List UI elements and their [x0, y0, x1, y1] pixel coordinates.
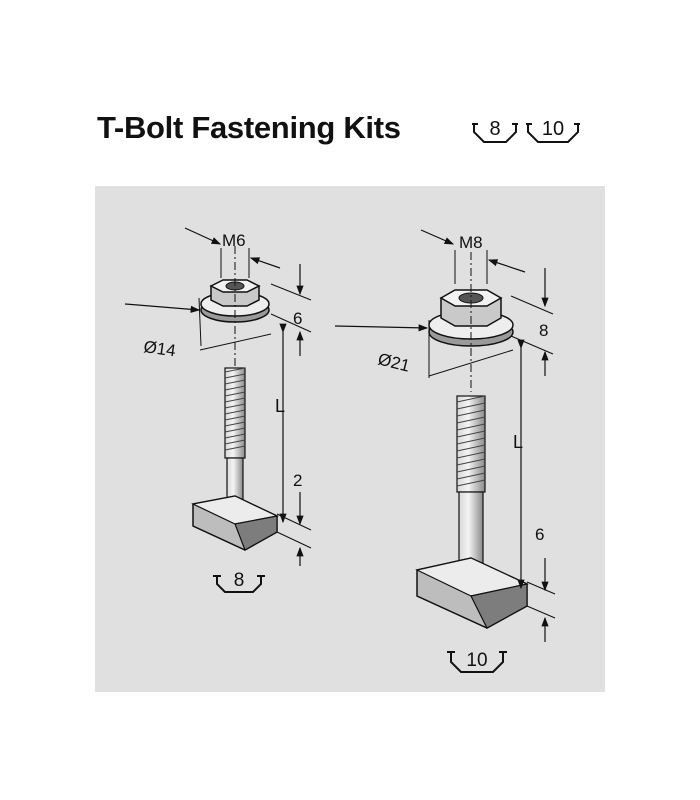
kit-m8: M8 Ø21 8 L 6 10: [334, 229, 556, 673]
flange-diameter-m6: Ø14: [142, 337, 176, 360]
slot-badge-m8: 10: [447, 650, 507, 673]
length-m6: L: [275, 396, 285, 416]
head-height-m8: 6: [535, 525, 544, 544]
slot-size-m8: 10: [466, 650, 487, 671]
page-title: T-Bolt Fastening Kits: [97, 110, 401, 145]
slot-8-badge: 8: [472, 118, 518, 143]
thread-m6: M6: [222, 231, 246, 250]
flange-diameter-m8: Ø21: [376, 349, 412, 375]
kit-m6: M6 Ø14 6 L 2 8: [124, 227, 312, 593]
t-head-m8: [415, 557, 529, 629]
bolt-m8: [456, 395, 486, 573]
t-head-m6: [191, 495, 279, 551]
slot-badge-m6: 8: [213, 570, 265, 593]
bolt-m6: [224, 367, 246, 503]
slot-8-label: 8: [489, 118, 500, 140]
nut-height-m6: 6: [293, 309, 302, 328]
nut-height-m8: 8: [539, 321, 548, 340]
slot-10-label: 10: [542, 118, 564, 140]
slot-size-m6: 8: [234, 570, 245, 591]
thread-m8: M8: [459, 233, 483, 252]
slot-10-badge: 10: [526, 118, 580, 143]
head-height-m6: 2: [293, 471, 302, 490]
drawing-panel: M6 Ø14 6 L 2 8: [95, 186, 605, 692]
length-m8: L: [513, 432, 523, 452]
